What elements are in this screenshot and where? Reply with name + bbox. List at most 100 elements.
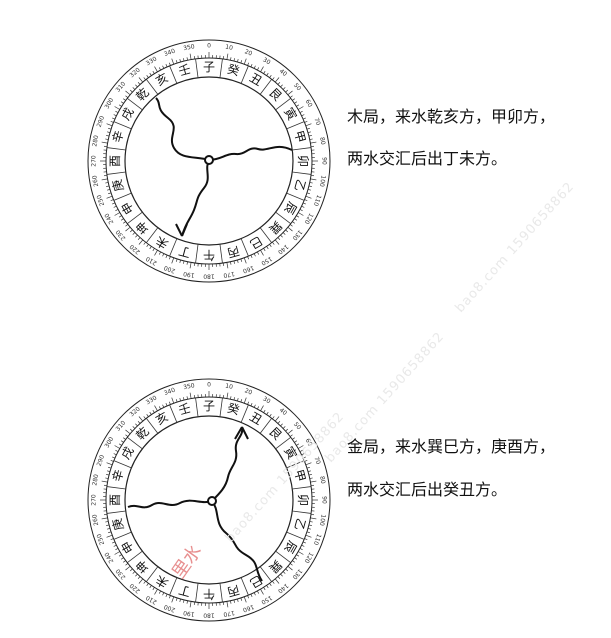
degree-label: 70 (312, 117, 321, 127)
degree-label: 150 (260, 594, 274, 606)
degree-tick (247, 256, 250, 260)
mountain-label: 壬 (177, 401, 192, 418)
degree-tick (114, 445, 120, 449)
degree-tick (253, 592, 256, 596)
degree-tick (240, 60, 243, 64)
water-inflow-gengyou (127, 499, 213, 509)
degree-tick (301, 453, 305, 456)
degree-tick (110, 538, 114, 541)
degree-tick (226, 601, 229, 608)
degree-label: 290 (96, 115, 107, 128)
degree-tick (289, 434, 293, 437)
degree-tick (269, 244, 272, 247)
degree-tick (237, 259, 239, 263)
degree-tick (269, 583, 272, 586)
mountain-divider (106, 171, 126, 175)
degree-label: 90 (321, 496, 328, 504)
mountain-divider (106, 147, 126, 151)
confluence-point (204, 155, 214, 165)
mountain-divider (286, 531, 305, 540)
degree-tick (233, 599, 235, 603)
degree-tick (309, 138, 313, 140)
degree-tick (138, 77, 144, 83)
mountain-label: 壬 (177, 62, 192, 79)
degree-tick (266, 72, 269, 76)
degree-tick (112, 202, 116, 205)
degree-tick (158, 67, 161, 71)
degree-tick (243, 397, 247, 404)
degree-tick (280, 573, 283, 577)
degree-tick (296, 554, 300, 557)
degree-label: 300 (104, 97, 116, 111)
mountain-divider (169, 238, 178, 257)
degree-tick (308, 135, 312, 137)
degree-tick (285, 229, 289, 233)
mountain-divider (292, 510, 312, 514)
mountain-label: 辛 (110, 468, 127, 483)
degree-tick (114, 551, 120, 555)
mountain-label: 卯 (296, 494, 310, 506)
degree-tick (129, 89, 133, 93)
degree-tick (152, 587, 155, 591)
degree-tick (263, 70, 266, 74)
mountain-divider (195, 58, 199, 78)
degree-tick (113, 205, 117, 208)
mountain-divider (145, 79, 159, 95)
degree-tick (171, 397, 175, 404)
mountain-divider (240, 65, 249, 84)
water-outflow-dingwei (181, 159, 210, 237)
degree-tick (277, 576, 281, 580)
mountain-label: 丁 (177, 243, 192, 260)
degree-tick (125, 226, 131, 232)
water-lines (155, 97, 293, 237)
degree-tick (135, 573, 138, 577)
degree-tick (143, 77, 146, 81)
degree-tick (287, 565, 293, 571)
degree-tick (302, 117, 306, 120)
confluence-point (207, 496, 217, 506)
degree-label: 110 (312, 533, 323, 546)
mountain-divider (292, 147, 312, 151)
degree-label: 280 (91, 474, 100, 487)
degree-tick (120, 557, 124, 560)
watermark: bao8.com 1590658862 (452, 179, 578, 316)
degree-tick (175, 399, 178, 403)
degree-tick (304, 199, 308, 202)
degree-tick (292, 437, 295, 440)
mountain-divider (275, 550, 291, 564)
degree-tick (135, 84, 138, 88)
degree-tick (260, 589, 264, 595)
degree-tick (135, 423, 138, 427)
degree-tick (186, 396, 188, 400)
mountain-label: 丁 (177, 582, 192, 599)
degree-tick (143, 241, 146, 245)
degree-label: 350 (183, 382, 196, 391)
degree-tick (306, 192, 310, 195)
degree-label: 260 (91, 175, 100, 188)
degree-tick (240, 399, 243, 403)
mountain-divider (127, 97, 143, 111)
degree-label: 30 (261, 395, 271, 405)
degree-tick (186, 261, 188, 265)
degree-tick (146, 583, 149, 586)
degree-tick (310, 517, 317, 520)
degree-tick (250, 64, 253, 68)
degree-label: 170 (223, 609, 236, 618)
mountain-divider (286, 121, 305, 130)
degree-tick (138, 239, 144, 245)
degree-tick (171, 58, 175, 65)
degree-tick (107, 470, 111, 472)
degree-label: 270 (91, 494, 98, 506)
mountain-label: 癸 (226, 62, 241, 79)
degree-label: 240 (103, 551, 115, 565)
degree-tick (115, 110, 119, 113)
degree-tick (233, 58, 235, 62)
degree-tick (230, 600, 232, 604)
mountain-label: 酉 (108, 494, 122, 506)
degree-tick (287, 429, 293, 435)
degree-tick (296, 215, 300, 218)
degree-label: 270 (91, 155, 98, 167)
degree-tick (106, 462, 113, 466)
degree-tick (282, 232, 286, 235)
degree-tick (263, 409, 266, 413)
